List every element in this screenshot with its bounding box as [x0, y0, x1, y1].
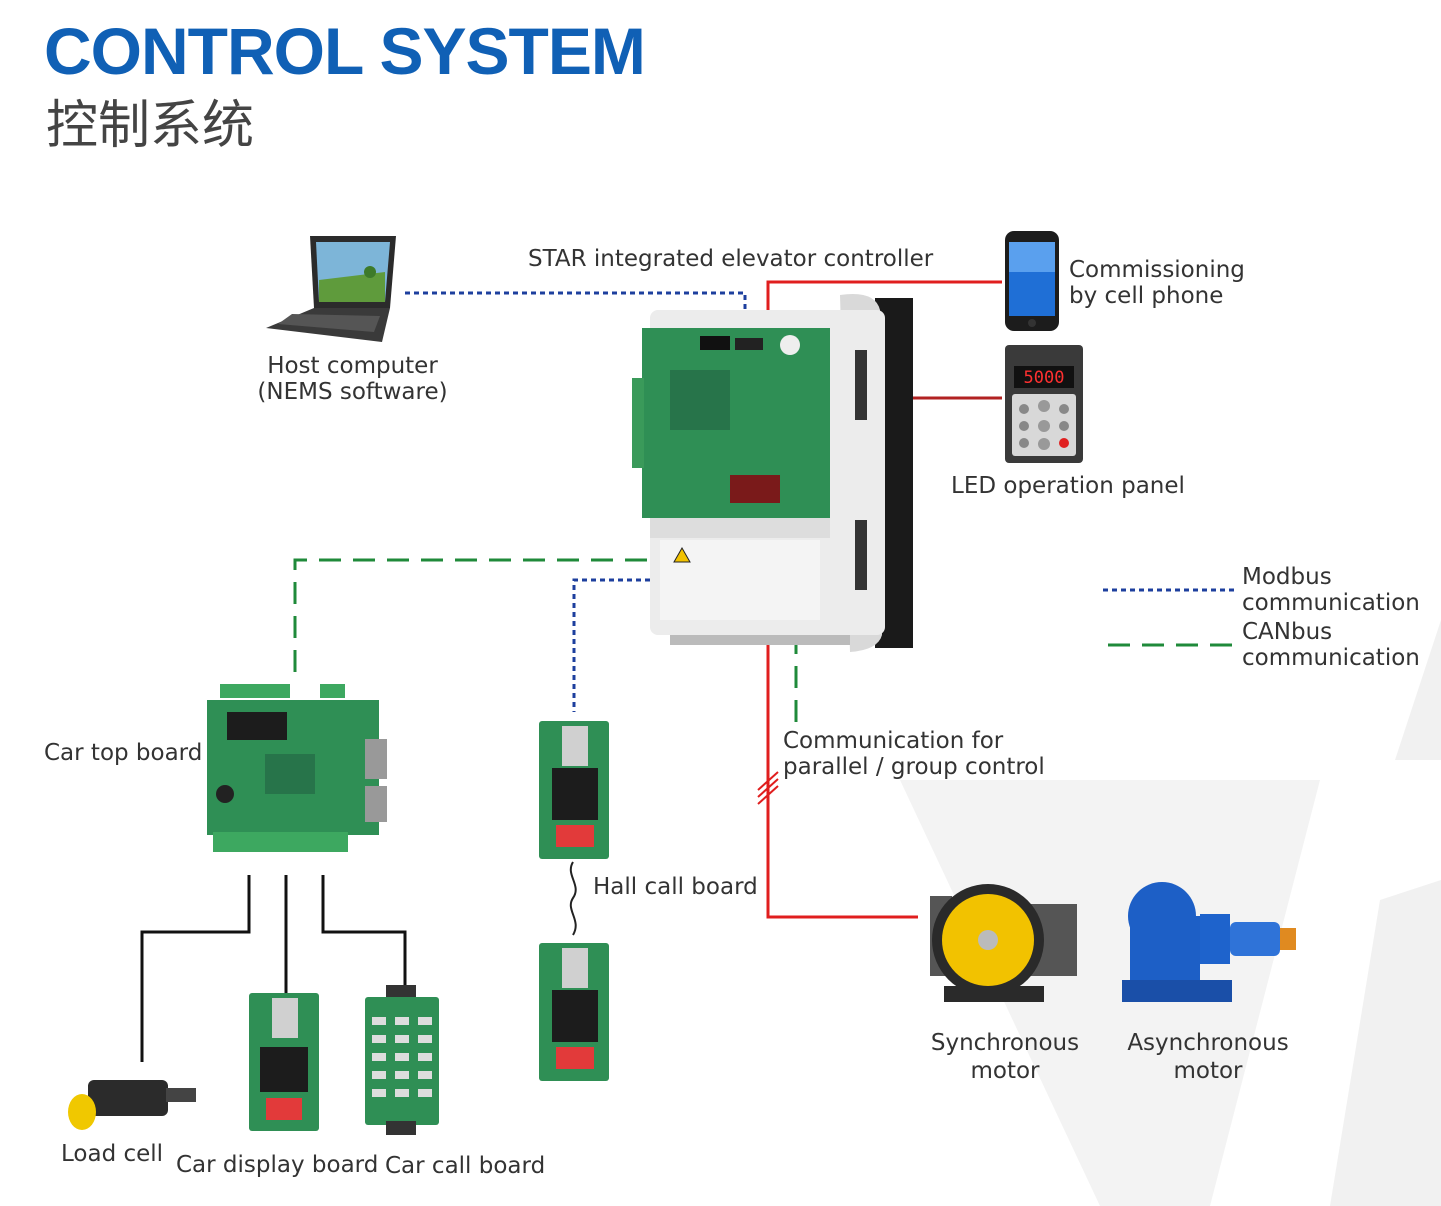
hall-link	[569, 861, 577, 936]
led-panel-display: 5000	[1023, 368, 1065, 388]
car-display-board-label: Car display board	[176, 1152, 379, 1178]
controller-label: STAR integrated elevator controller	[528, 246, 934, 272]
parallel-control-label: Communication for parallel / group contr…	[783, 728, 1045, 780]
hall-call-board-label: Hall call board	[593, 874, 758, 900]
car-call-board-icon	[365, 985, 439, 1135]
load-cell-icon	[68, 1080, 196, 1130]
motor-line	[766, 645, 918, 919]
cell-phone-icon	[1005, 231, 1059, 331]
controller-icon	[632, 294, 913, 652]
legend-canbus-label: CANbus communication	[1242, 619, 1420, 671]
car-top-board-icon	[207, 684, 387, 852]
led-panel-label: LED operation panel	[951, 473, 1185, 499]
async-motor-label: Asynchronous motor	[1127, 1030, 1289, 1084]
sync-motor-label: Synchronous motor	[930, 1030, 1080, 1084]
car-display-board-icon	[249, 993, 319, 1131]
car-call-board-label: Car call board	[385, 1153, 546, 1179]
car-top-board-label: Car top board	[44, 740, 203, 766]
page-title: CONTROL SYSTEM	[44, 14, 646, 88]
asynchronous-motor-icon	[1122, 882, 1296, 1002]
synchronous-motor-icon	[930, 884, 1077, 1002]
page-subtitle: 控制系统	[46, 96, 255, 156]
legend-modbus-label: Modbus communication	[1242, 564, 1420, 616]
cell-phone-label: Commissioning by cell phone	[1069, 257, 1245, 309]
host-computer-label: Host computer (NEMS software)	[257, 353, 448, 405]
laptop-icon	[266, 236, 396, 342]
led-operation-panel-icon	[1005, 345, 1083, 463]
load-cell-label: Load cell	[61, 1141, 164, 1167]
wire-load-cell	[140, 875, 251, 1062]
hall-call-board-icon	[539, 721, 609, 859]
wire-car-call	[321, 875, 407, 985]
hall-call-board-icon-2	[539, 943, 609, 1081]
